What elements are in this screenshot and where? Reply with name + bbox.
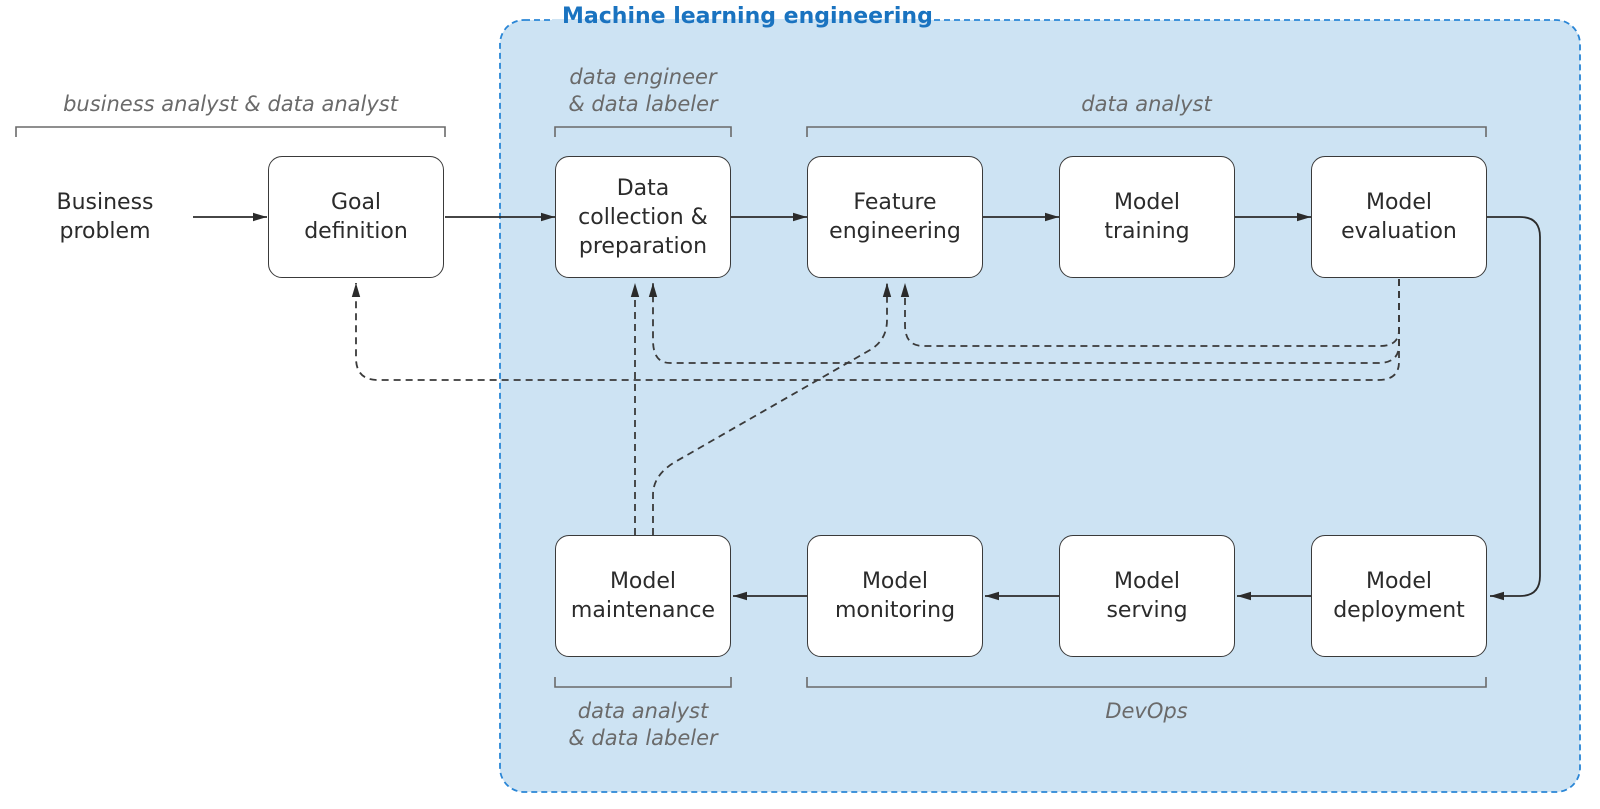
group-title: Machine learning engineering [562, 4, 933, 29]
step-model-serving[interactable]: Model serving [1059, 535, 1235, 657]
step-feature-engineering[interactable]: Feature engineering [807, 156, 983, 278]
role-data-engineer: data engineer & data labeler [568, 65, 718, 116]
bracket-business [15, 126, 446, 137]
step-model-monitoring[interactable]: Model monitoring [807, 535, 983, 657]
feedback-eval-data [648, 279, 1400, 364]
bracket-devops [806, 677, 1487, 688]
ml-engineering-group [499, 19, 1581, 793]
role-data-analyst-bottom: data analyst & data labeler [568, 699, 718, 750]
title-knockout-lower [552, 19, 930, 27]
bracket-data-engineer [554, 126, 732, 137]
arrow-evaluation-deployment [1486, 216, 1541, 601]
role-business: business analyst & data analyst [63, 92, 398, 116]
step-model-evaluation[interactable]: Model evaluation [1311, 156, 1487, 278]
business-problem-label: Business problem [56, 190, 154, 244]
step-data-collection[interactable]: Data collection & preparation [555, 156, 731, 278]
step-goal-definition[interactable]: Goal definition [268, 156, 444, 278]
role-data-analyst-top: data analyst [1081, 92, 1212, 116]
bracket-data-analyst-bottom [554, 677, 732, 688]
step-model-training[interactable]: Model training [1059, 156, 1235, 278]
bracket-data-analyst-top [806, 126, 1487, 137]
step-model-deployment[interactable]: Model deployment [1311, 535, 1487, 657]
step-model-maintenance[interactable]: Model maintenance [555, 535, 731, 657]
feedback-maintenance-feature [652, 283, 892, 535]
feedback-eval-goal [351, 279, 1400, 381]
role-devops: DevOps [1105, 699, 1188, 723]
